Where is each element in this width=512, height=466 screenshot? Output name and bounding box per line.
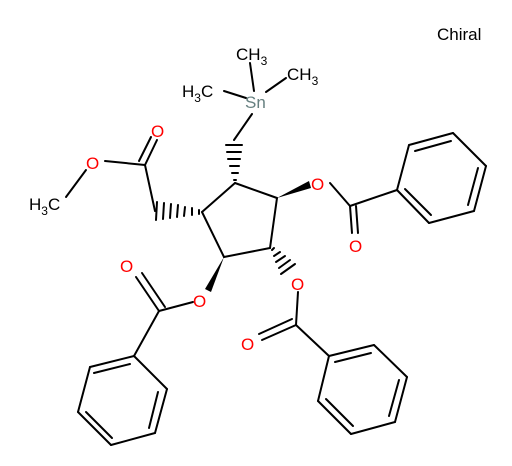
methyl-left-h: H: [182, 82, 194, 101]
phenyl-ring-bottom-left: [77, 355, 168, 446]
benzoate-right-carbonyl-oxygen: O: [241, 335, 254, 354]
ester-methoxy-oxygen: O: [86, 154, 99, 173]
bond-co-br-b: [258, 318, 293, 335]
bond-o-methyl: [65, 169, 87, 198]
phenyl-ring-bottom-right: [317, 344, 408, 435]
benzoate-top-carbonyl-oxygen: O: [349, 237, 362, 256]
methyl-right-ch: CH: [287, 65, 312, 84]
bond-ch2-carbonyl: [144, 164, 156, 212]
bond-carbonyl-double-a: [144, 139, 158, 166]
bond-c-phenyl-top: [349, 189, 398, 207]
benzoate-right-ether-oxygen: O: [291, 275, 304, 294]
hashed-wedge-c5-ch2: [155, 201, 200, 221]
bond-ch2-sn: [233, 113, 253, 141]
bond-carbonyl-o: [104, 160, 146, 166]
bond-carbonyl-double-b: [138, 136, 152, 162]
ring-bond-c4-c5: [201, 211, 225, 258]
ring-bond-c5-c1: [201, 182, 236, 213]
bond-sn-methyl-top: [249, 62, 255, 92]
methyl-right-label: CH3: [287, 65, 319, 88]
hashed-wedge-c1-ch2: [225, 144, 243, 181]
methoxy-methyl-h: H: [29, 195, 41, 214]
bond-o-c-top-benzoyl: [329, 182, 351, 207]
bond-o-c-bottom-right: [295, 291, 299, 326]
benzoate-top-ether-oxygen: O: [311, 175, 324, 194]
methyl-top-sub: 3: [261, 54, 268, 68]
bond-co-bl-b: [141, 272, 166, 308]
hashed-wedge-c3-o: [271, 247, 296, 275]
bond-c-phenyl-bl: [133, 310, 160, 357]
methyl-left-label: H3C: [182, 82, 213, 105]
bond-co-br-a: [261, 324, 297, 341]
ring-bond-c3-c4: [223, 247, 271, 258]
bond-sn-methyl-left: [223, 90, 247, 99]
methyl-right-sub: 3: [312, 74, 319, 88]
wedge-c2-o: [277, 181, 311, 198]
bond-o-c-bottom-left: [158, 301, 194, 312]
ring-bond-c1-c2: [234, 182, 278, 199]
methoxy-methyl-sub: 3: [41, 204, 48, 218]
bond-co-top-a: [349, 205, 353, 234]
bond-co-top-b: [355, 205, 359, 234]
bond-lines: [65, 62, 487, 446]
atom-labels: Sn CH3 CH3 H3C O O H3C O O O O O O: [29, 45, 362, 354]
chiral-label: Chiral: [437, 25, 481, 44]
methyl-left-sub: 3: [194, 91, 201, 105]
benzoate-left-carbonyl-oxygen: O: [120, 257, 133, 276]
bond-co-bl-a: [135, 276, 160, 312]
wedge-c4-o: [205, 257, 224, 292]
phenyl-ring-top-right: [396, 132, 487, 224]
tin-atom-label: Sn: [245, 93, 266, 112]
methoxy-methyl-c: C: [48, 195, 60, 214]
bond-sn-methyl-right: [265, 77, 287, 93]
methyl-left-c: C: [201, 82, 213, 101]
bond-c-phenyl-br: [295, 324, 330, 357]
methoxy-methyl-label: H3C: [29, 195, 60, 218]
ring-bond-c2-c3: [269, 197, 278, 249]
benzoate-left-ether-oxygen: O: [193, 292, 206, 311]
ester-carbonyl-oxygen: O: [151, 122, 164, 141]
methyl-top-label: CH3: [236, 45, 268, 68]
methyl-top-ch: CH: [236, 45, 261, 64]
